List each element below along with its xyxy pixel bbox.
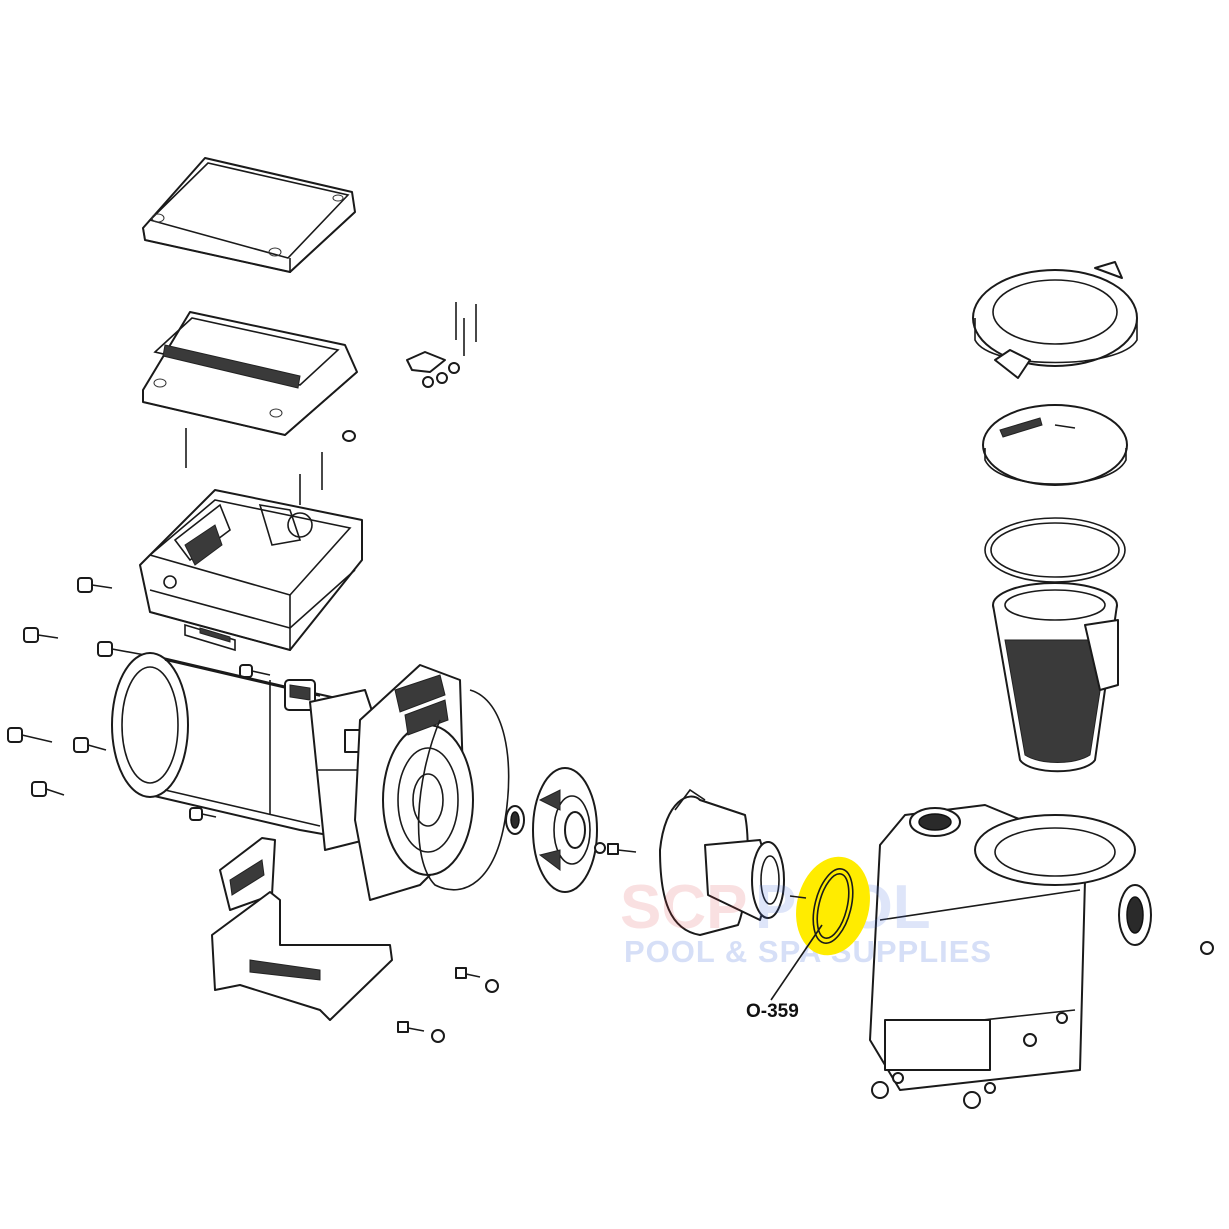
diffuser-o-ring bbox=[812, 868, 854, 944]
pump-housing bbox=[869, 804, 1152, 1091]
drive-screws bbox=[185, 428, 356, 505]
callout: O-359 bbox=[746, 924, 823, 1022]
diffuser-o-ring-highlight bbox=[789, 856, 870, 956]
strainer-lid bbox=[982, 404, 1128, 486]
motor-cover-lid bbox=[142, 157, 356, 273]
base-hardware bbox=[397, 967, 499, 1043]
drive-cover bbox=[142, 311, 358, 436]
callout-leader-line bbox=[770, 924, 823, 1001]
callout-part-label: O-359 bbox=[746, 1001, 799, 1022]
motor bbox=[111, 652, 376, 851]
impeller-screw bbox=[594, 842, 637, 855]
impeller bbox=[532, 767, 598, 893]
watermark-word-red: SCP bbox=[620, 873, 747, 942]
strainer-basket bbox=[992, 582, 1119, 773]
terminal-hardware bbox=[406, 302, 477, 388]
seal-plate-o-ring bbox=[417, 689, 510, 891]
strainer-lid-lock-ring bbox=[972, 261, 1138, 379]
drive-housing bbox=[139, 489, 363, 652]
motor-adapter-seal-plate bbox=[354, 664, 474, 901]
diffuser bbox=[659, 788, 785, 936]
shaft-seal bbox=[505, 805, 525, 835]
housing-feet-hardware bbox=[871, 941, 1214, 1109]
motor-support-base bbox=[211, 837, 393, 1021]
lid-o-ring bbox=[984, 517, 1126, 583]
